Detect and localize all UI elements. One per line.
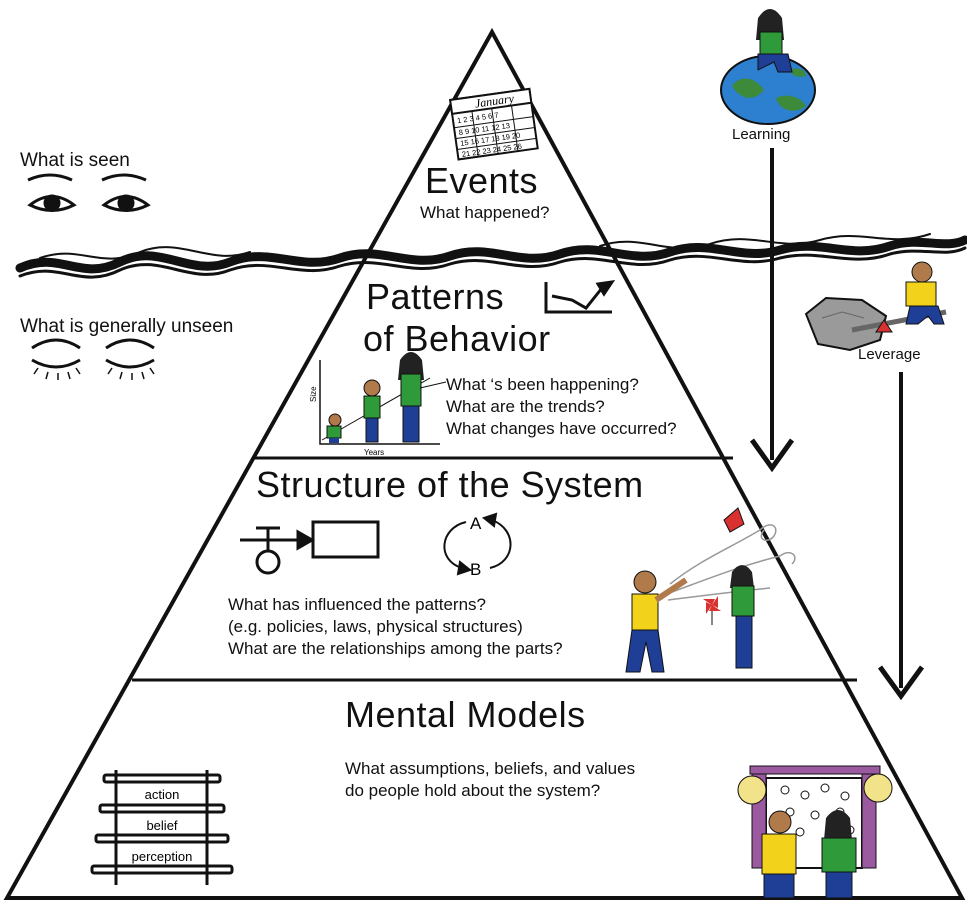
thought-bubble-hammer-icon: [863, 773, 893, 803]
ladder-icon: [90, 770, 234, 885]
mental-title: Mental Models: [345, 694, 586, 735]
child-figure-small: [326, 413, 342, 443]
lever-rock-illustration: [804, 261, 947, 352]
patterns-question: What changes have occurred?: [446, 419, 677, 438]
events-question: What happened?: [420, 203, 550, 222]
window-scene-illustration: [737, 765, 893, 899]
learning-label: Learning: [732, 126, 791, 143]
growth-axis-y-label: Size: [309, 386, 318, 402]
events-title: Events: [425, 160, 539, 201]
ladder-label-belief: belief: [146, 818, 177, 833]
globe-learning-illustration: [720, 9, 816, 125]
closed-eyes-icon: [31, 338, 155, 380]
kite-scene-illustration: [625, 507, 796, 673]
patterns-title-line2: of Behavior: [363, 318, 551, 359]
patterns-title-line1: Patterns: [366, 276, 505, 317]
side-label-unseen: What is generally unseen: [20, 316, 234, 337]
structure-question: What has influenced the patterns?: [228, 595, 486, 614]
mental-question: do people hold about the system?: [345, 781, 601, 800]
ladder-label-action: action: [145, 787, 180, 802]
feedback-loop-icon: [443, 512, 512, 576]
child-figure-medium: [363, 379, 381, 443]
ladder-label-perception: perception: [132, 849, 193, 864]
calendar-month-label: January: [474, 91, 516, 110]
patterns-question: What ‘s been happening?: [446, 375, 639, 394]
structure-question: What are the relationships among the par…: [228, 639, 563, 658]
side-label-seen: What is seen: [20, 150, 130, 171]
pinwheel-icon: [703, 596, 721, 625]
leverage-arrow: [877, 372, 925, 701]
growth-axis-x-label: Years: [364, 448, 384, 457]
trend-chart-icon: [544, 280, 616, 314]
structure-title: Structure of the System: [256, 464, 644, 505]
pyramid-outline: [3, 27, 966, 900]
growth-chart: [319, 352, 447, 445]
thought-bubble-snowman-icon: [737, 775, 767, 805]
leverage-label: Leverage: [858, 346, 921, 363]
loop-label-b: B: [470, 560, 481, 579]
structure-question: (e.g. policies, laws, physical structure…: [228, 617, 523, 636]
girl-figure-tall: [398, 352, 424, 443]
loop-label-a: A: [470, 514, 482, 533]
waterline: [15, 233, 967, 279]
stock-flow-icon: [240, 520, 380, 575]
patterns-question: What are the trends?: [446, 397, 605, 416]
calendar-icon: [449, 87, 539, 161]
mental-question: What assumptions, beliefs, and values: [345, 759, 636, 778]
open-eyes-icon: [27, 173, 151, 212]
learning-arrow: [749, 148, 795, 473]
